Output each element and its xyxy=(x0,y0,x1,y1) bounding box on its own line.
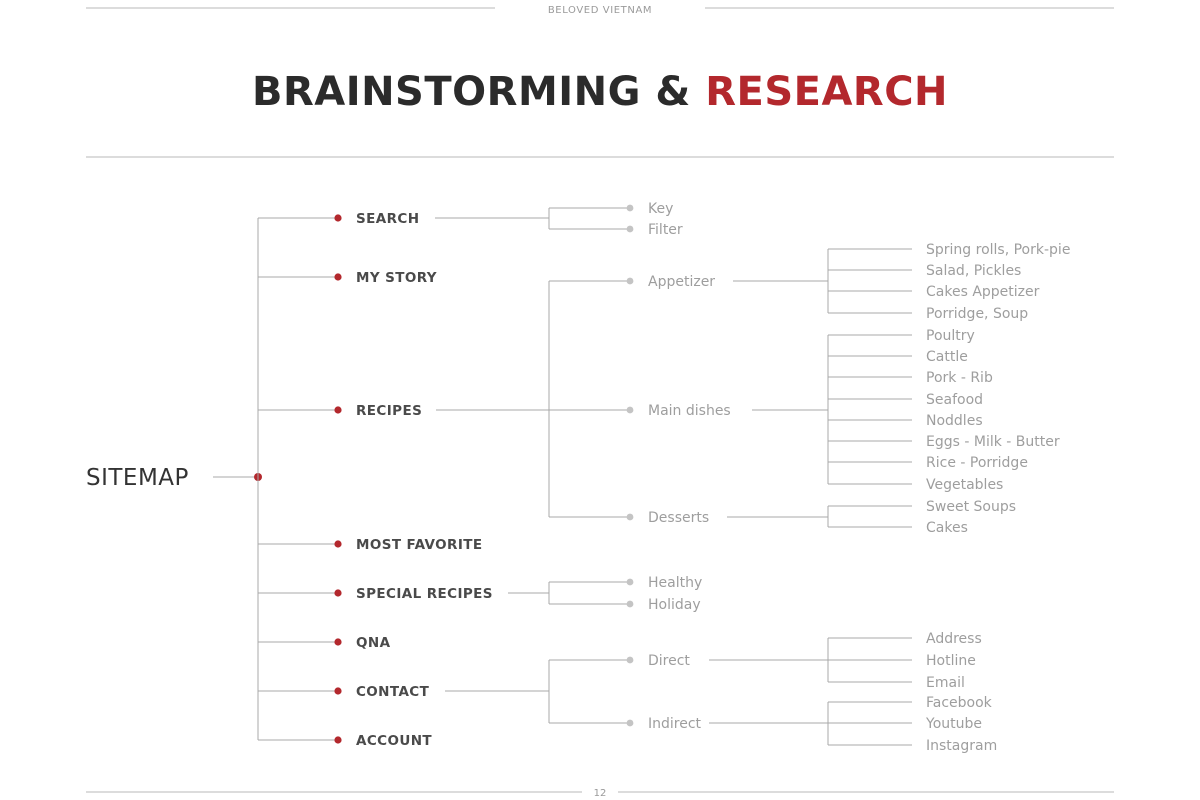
item-filter: Filter xyxy=(648,222,683,238)
leaf-item: Cakes xyxy=(926,520,968,536)
node-dot-appetizer xyxy=(626,277,634,285)
node-dot-qna xyxy=(334,638,342,646)
node-dot-most-favorite xyxy=(334,540,342,548)
leaf-item: Vegetables xyxy=(926,477,1003,493)
node-dot-recipes xyxy=(334,406,342,414)
section-account: ACCOUNT xyxy=(356,733,432,749)
leaf-item: Hotline xyxy=(926,653,976,669)
section-special-recipes: SPECIAL RECIPES xyxy=(356,586,493,602)
page-title: BRAINSTORMING & RESEARCH xyxy=(252,69,948,115)
leaf-item: Salad, Pickles xyxy=(926,263,1021,279)
node-dot-healthy xyxy=(626,578,634,586)
node-dot-search xyxy=(334,214,342,222)
leaf-item: Sweet Soups xyxy=(926,499,1016,515)
node-dot-contact xyxy=(334,687,342,695)
node-dot-my-story xyxy=(334,273,342,281)
section-most-favorite: MOST FAVORITE xyxy=(356,537,482,553)
section-contact: CONTACT xyxy=(356,684,430,700)
item-healthy: Healthy xyxy=(648,575,702,591)
node-dot-direct xyxy=(626,656,634,664)
leaf-item: Poultry xyxy=(926,328,975,344)
title-part-1: BRAINSTORMING & xyxy=(252,69,705,115)
item-desserts: Desserts xyxy=(648,510,709,526)
leaf-item: Instagram xyxy=(926,738,997,754)
page-number: 12 xyxy=(594,788,607,799)
brand-name: BELOVED VIETNAM xyxy=(548,5,652,16)
item-holiday: Holiday xyxy=(648,597,701,613)
section-qna: QNA xyxy=(356,635,391,651)
leaf-item: Facebook xyxy=(926,695,993,711)
item-key: Key xyxy=(648,201,673,217)
node-dot-main-dishes xyxy=(626,406,634,414)
title-part-2: RESEARCH xyxy=(705,69,948,115)
section-my-story: MY STORY xyxy=(356,270,437,286)
leaf-item: Porridge, Soup xyxy=(926,306,1028,322)
node-dot-indirect xyxy=(626,719,634,727)
leaf-item: Address xyxy=(926,631,982,647)
leaf-item: Pork - Rib xyxy=(926,370,993,386)
node-dot-desserts xyxy=(626,513,634,521)
leaf-item: Eggs - Milk - Butter xyxy=(926,434,1060,450)
item-appetizer: Appetizer xyxy=(648,274,715,290)
node-dot-special-recipes xyxy=(334,589,342,597)
leaf-item: Youtube xyxy=(925,716,982,732)
section-search: SEARCH xyxy=(356,211,419,227)
item-main-dishes: Main dishes xyxy=(648,403,731,419)
leaf-item: Cattle xyxy=(926,349,968,365)
root-label: SITEMAP xyxy=(86,465,189,491)
leaf-item: Spring rolls, Pork-pie xyxy=(926,242,1070,258)
node-dot-filter xyxy=(626,225,634,233)
section-recipes: RECIPES xyxy=(356,403,422,419)
node-dot-key xyxy=(626,204,634,212)
leaf-item: Cakes Appetizer xyxy=(926,284,1040,300)
node-dot-holiday xyxy=(626,600,634,608)
item-indirect: Indirect xyxy=(648,716,702,732)
leaf-item: Noddles xyxy=(926,413,983,429)
leaf-item: Rice - Porridge xyxy=(926,455,1028,471)
node-dot-account xyxy=(334,736,342,744)
item-direct: Direct xyxy=(648,653,690,669)
leaf-item: Seafood xyxy=(926,392,983,408)
leaf-item: Email xyxy=(926,675,965,691)
